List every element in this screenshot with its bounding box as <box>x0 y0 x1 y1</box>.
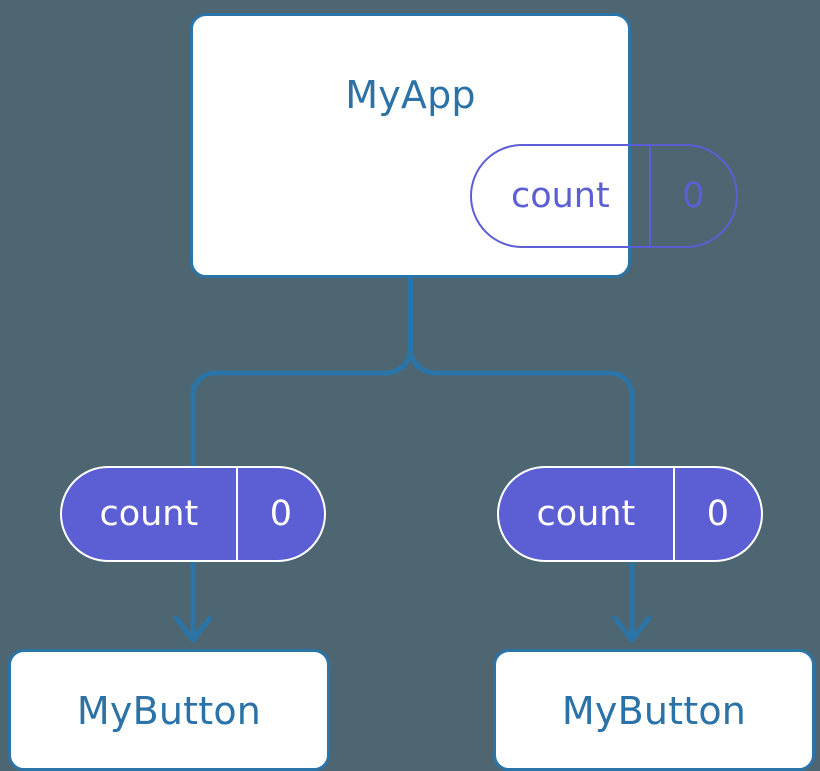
connector-arrow-left-head <box>173 615 213 643</box>
component-node-mybutton-right[interactable]: MyButton <box>493 649 815 771</box>
component-title-myapp: MyApp <box>345 73 476 117</box>
connector-split <box>190 347 413 466</box>
props-pill-key: count <box>499 468 675 560</box>
props-pill-right-count[interactable]: count 0 <box>497 466 763 562</box>
state-pill-value: 0 <box>682 175 705 216</box>
connector-arrow-right-head <box>612 615 652 643</box>
props-pill-value: 0 <box>706 493 729 534</box>
component-node-myapp[interactable]: MyApp count 0 <box>190 13 738 278</box>
props-pill-value: 0 <box>269 493 292 534</box>
state-pill-key: count <box>472 146 651 246</box>
connector-split-right <box>408 347 635 466</box>
component-node-mybutton-left[interactable]: MyButton <box>8 649 330 771</box>
component-title-mybutton: MyButton <box>76 689 262 733</box>
component-title-mybutton: MyButton <box>561 689 747 733</box>
props-pill-left-count[interactable]: count 0 <box>60 466 326 562</box>
props-pill-key: count <box>62 468 238 560</box>
state-pill-myapp-count[interactable]: count 0 <box>470 144 738 248</box>
